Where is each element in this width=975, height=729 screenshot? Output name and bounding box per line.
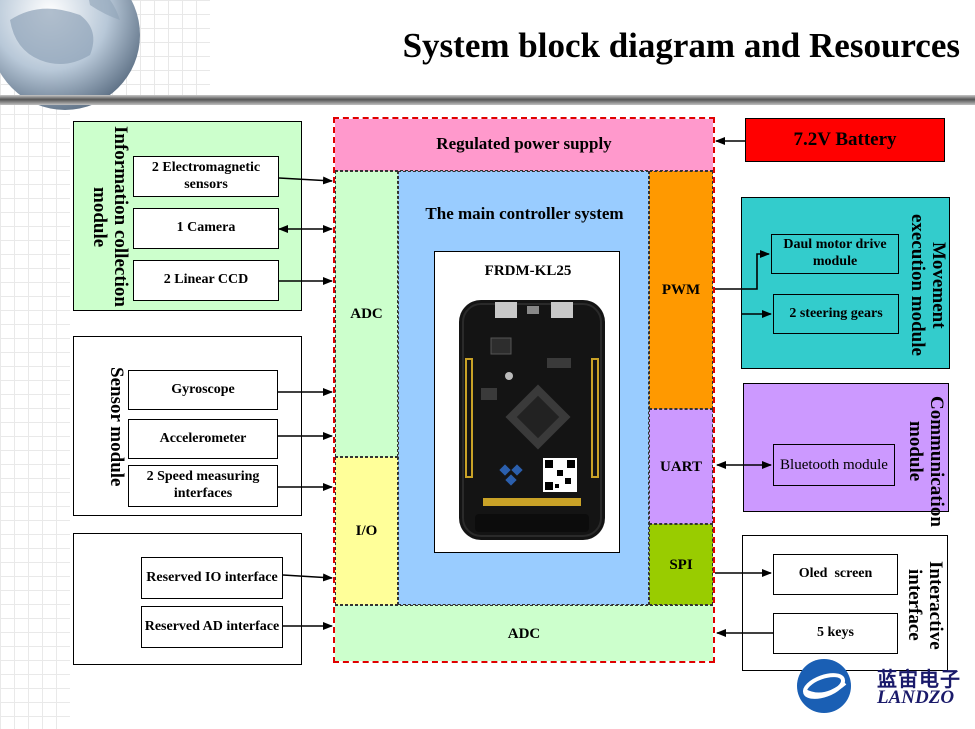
keys-box: 5 keys: [773, 613, 898, 654]
battery-box: 7.2V Battery: [745, 118, 945, 162]
arrow-pwm-motor: [715, 250, 770, 290]
landzo-logo: 蓝宙电子 LANDZO: [795, 657, 970, 717]
board-image: [457, 298, 607, 542]
reserved-io-box: Reserved IO interface: [141, 557, 283, 599]
spi-block: SPI: [649, 524, 713, 605]
landzo-logo-icon: [795, 657, 853, 715]
reserved-ad-box: Reserved AD interface: [141, 606, 283, 648]
communication-module-title: Communication module: [905, 396, 947, 527]
motor-drive-box: Daul motor drive module: [771, 234, 899, 274]
adc-left-block: ADC: [335, 171, 398, 457]
linear-ccd-box: 2 Linear CCD: [133, 260, 279, 301]
movement-module-title: Movement execution module: [907, 214, 949, 356]
globe-icon: [0, 0, 140, 110]
movement-module: Movement execution module: [741, 197, 950, 369]
adc-bottom-block: ADC: [335, 605, 713, 661]
gyroscope-box: Gyroscope: [128, 370, 278, 410]
info-module-title: Information collection module: [89, 126, 131, 308]
camera-box: 1 Camera: [133, 208, 279, 249]
background-grid-left: [0, 100, 70, 729]
pwm-block: PWM: [649, 171, 713, 409]
logo-english: LANDZO: [877, 687, 955, 708]
bluetooth-box: Bluetooth module: [773, 444, 895, 486]
arrow-em-sensors: [278, 176, 333, 185]
oled-screen-box: Oled screen: [773, 554, 898, 595]
page-title: System block diagram and Resources: [402, 26, 960, 65]
uart-block: UART: [649, 409, 713, 524]
power-supply-block: Regulated power supply: [335, 119, 713, 171]
logo-chinese: 蓝宙电子: [877, 667, 961, 691]
sensor-module-title: Sensor module: [106, 367, 127, 487]
arrow-reserved-io: [282, 573, 333, 582]
board-card: FRDM-KL25: [434, 251, 620, 553]
steering-gears-box: 2 steering gears: [773, 294, 899, 334]
io-block: I/O: [335, 457, 398, 605]
electromagnetic-sensors-box: 2 Electromagnetic sensors: [133, 156, 279, 197]
main-controller-title: The main controller system: [425, 203, 624, 223]
accelerometer-box: Accelerometer: [128, 419, 278, 459]
board-name: FRDM-KL25: [484, 263, 572, 279]
speed-measuring-box: 2 Speed measuring interfaces: [128, 465, 278, 507]
interactive-module-title: Interactive interface: [904, 560, 946, 650]
header-divider: [0, 95, 975, 105]
